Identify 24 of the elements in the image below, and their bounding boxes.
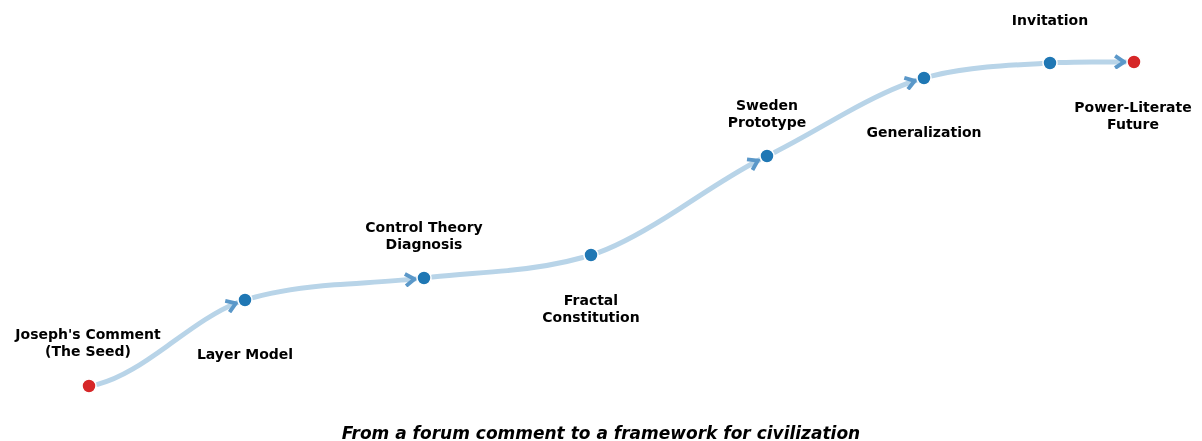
connector-curve xyxy=(596,157,762,255)
milestone-dot xyxy=(1042,55,1058,71)
milestone-label: Fractal Constitution xyxy=(541,292,641,326)
milestone-label: Layer Model xyxy=(195,346,295,363)
milestone-dot xyxy=(583,247,599,263)
milestone-dot xyxy=(759,148,775,164)
milestone-dot xyxy=(416,270,432,286)
milestone-dot xyxy=(81,378,97,394)
connector-curve xyxy=(929,60,1045,79)
milestone-label: Joseph's Comment (The Seed) xyxy=(13,326,162,360)
diagram-caption: From a forum comment to a framework for civilization xyxy=(341,423,861,441)
milestone-dot xyxy=(237,292,253,308)
milestone-dot xyxy=(1126,54,1142,70)
connector-curve xyxy=(1055,54,1129,70)
connector-curve xyxy=(95,299,240,387)
milestone-dot xyxy=(916,70,932,86)
milestone-label: Generalization xyxy=(865,124,983,141)
milestone-label: Invitation xyxy=(1010,12,1090,29)
milestone-label: Control Theory Diagnosis xyxy=(364,219,484,253)
connector-curve xyxy=(429,255,586,280)
connector-curve xyxy=(772,76,919,155)
milestone-label: Sweden Prototype xyxy=(726,97,808,131)
connector-curve xyxy=(250,272,419,301)
milestone-label: Power-Literate Future xyxy=(1073,99,1193,133)
